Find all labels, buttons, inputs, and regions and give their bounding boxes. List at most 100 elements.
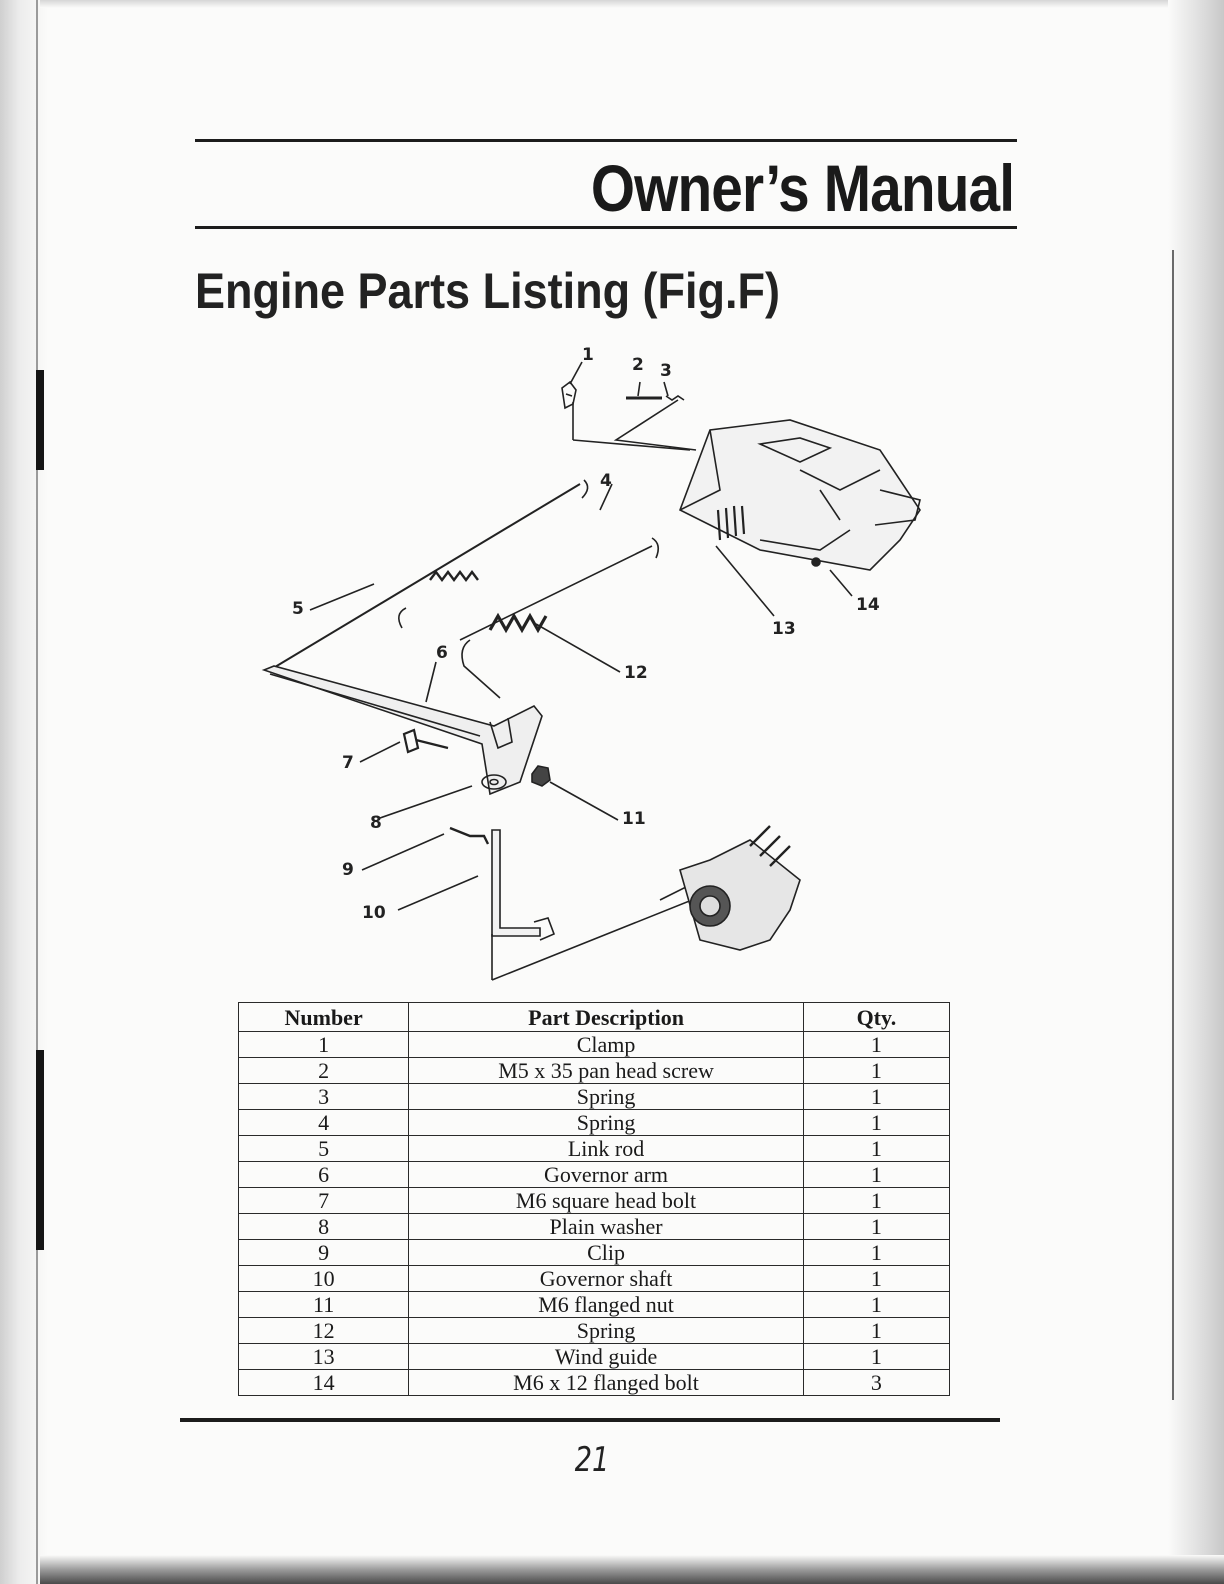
callout-10: 10 (362, 903, 386, 923)
binding-mark-top (36, 370, 44, 470)
part-description: Spring (408, 1109, 804, 1136)
part-qty: 3 (802, 1369, 951, 1396)
page-binding-line (36, 0, 38, 1584)
part-number: 7 (237, 1187, 410, 1214)
header-bottom-rule (195, 226, 1017, 229)
page-bottom-edge (40, 1555, 1224, 1584)
part-number: 3 (237, 1083, 410, 1110)
part-description: Wind guide (408, 1343, 804, 1370)
callout-8: 8 (370, 813, 382, 833)
part-number: 11 (237, 1291, 410, 1318)
part-qty: 1 (802, 1213, 951, 1240)
column-header-qty: Qty. (802, 1002, 951, 1032)
part-qty: 1 (802, 1031, 951, 1058)
part-qty: 1 (802, 1239, 951, 1266)
part-description: Spring (408, 1317, 804, 1344)
part-number: 2 (237, 1057, 410, 1084)
column-header-description: Part Description (408, 1002, 804, 1032)
callout-3: 3 (660, 361, 672, 381)
part-clip (449, 826, 490, 845)
part-description: M6 x 12 flanged bolt (408, 1369, 804, 1396)
part-number: 1 (237, 1031, 410, 1058)
callout-5: 5 (292, 599, 304, 619)
page-right-edge (1168, 0, 1224, 1560)
callout-11: 11 (622, 809, 646, 829)
part-description: M5 x 35 pan head screw (408, 1057, 804, 1084)
part-description: Clip (408, 1239, 804, 1266)
callout-13: 13 (772, 619, 796, 639)
part-number: 9 (237, 1239, 410, 1266)
part-description: M6 flanged nut (408, 1291, 804, 1318)
part-number: 14 (237, 1369, 410, 1396)
part-description: Spring (408, 1083, 804, 1110)
part-description: Governor arm (408, 1161, 804, 1188)
part-qty: 1 (802, 1161, 951, 1188)
footer-rule (180, 1418, 1000, 1422)
part-qty: 1 (802, 1109, 951, 1136)
part-qty: 1 (802, 1135, 951, 1162)
part-qty: 1 (802, 1057, 951, 1084)
part-governor-arm (261, 665, 543, 796)
part-flanged-nut (531, 765, 551, 787)
part-qty: 1 (802, 1187, 951, 1214)
part-description: Governor shaft (408, 1265, 804, 1292)
callout-4: 4 (600, 471, 612, 491)
part-plain-washer (481, 774, 507, 790)
part-spring-lower (488, 612, 548, 634)
callout-1: 1 (582, 345, 594, 365)
header-top-rule (195, 139, 1017, 142)
part-square-head-bolt (402, 728, 449, 754)
part-governor-shaft (491, 829, 541, 937)
part-description: M6 square head bolt (408, 1187, 804, 1214)
part-number: 5 (237, 1135, 410, 1162)
part-description: Clamp (408, 1031, 804, 1058)
page-number: 21 (574, 1440, 610, 1480)
part-qty: 1 (802, 1291, 951, 1318)
callout-14: 14 (856, 595, 880, 615)
table-header-row: Number Part Description Qty. (237, 1002, 951, 1032)
part-link-rod (269, 483, 581, 671)
callout-9: 9 (342, 860, 354, 880)
part-number: 6 (237, 1161, 410, 1188)
part-description: Plain washer (408, 1213, 804, 1240)
section-title: Engine Parts Listing (Fig.F) (195, 263, 780, 319)
page-header-title: Owner’s Manual (590, 151, 1015, 225)
part-number: 10 (237, 1265, 410, 1292)
callout-2: 2 (632, 355, 644, 375)
part-number: 8 (237, 1213, 410, 1240)
part-qty: 1 (802, 1265, 951, 1292)
callout-7: 7 (342, 753, 354, 773)
part-wind-guide (678, 419, 921, 571)
exploded-parts-diagram: 1 2 3 4 5 6 7 8 9 10 11 12 13 14 (261, 345, 921, 981)
page-right-line (1172, 250, 1174, 1400)
part-qty: 1 (802, 1083, 951, 1110)
callout-12: 12 (624, 663, 648, 683)
part-clamp (561, 380, 577, 410)
part-number: 13 (237, 1343, 410, 1370)
part-number: 4 (237, 1109, 410, 1136)
part-spring-small (665, 395, 685, 401)
part-description: Link rod (408, 1135, 804, 1162)
part-number: 12 (237, 1317, 410, 1344)
engine-crankcase (491, 825, 801, 981)
part-qty: 1 (802, 1317, 951, 1344)
callout-6: 6 (436, 643, 448, 663)
part-spring-upper (429, 570, 479, 582)
column-header-number: Number (237, 1002, 410, 1032)
page-binding-shadow (0, 0, 48, 1584)
